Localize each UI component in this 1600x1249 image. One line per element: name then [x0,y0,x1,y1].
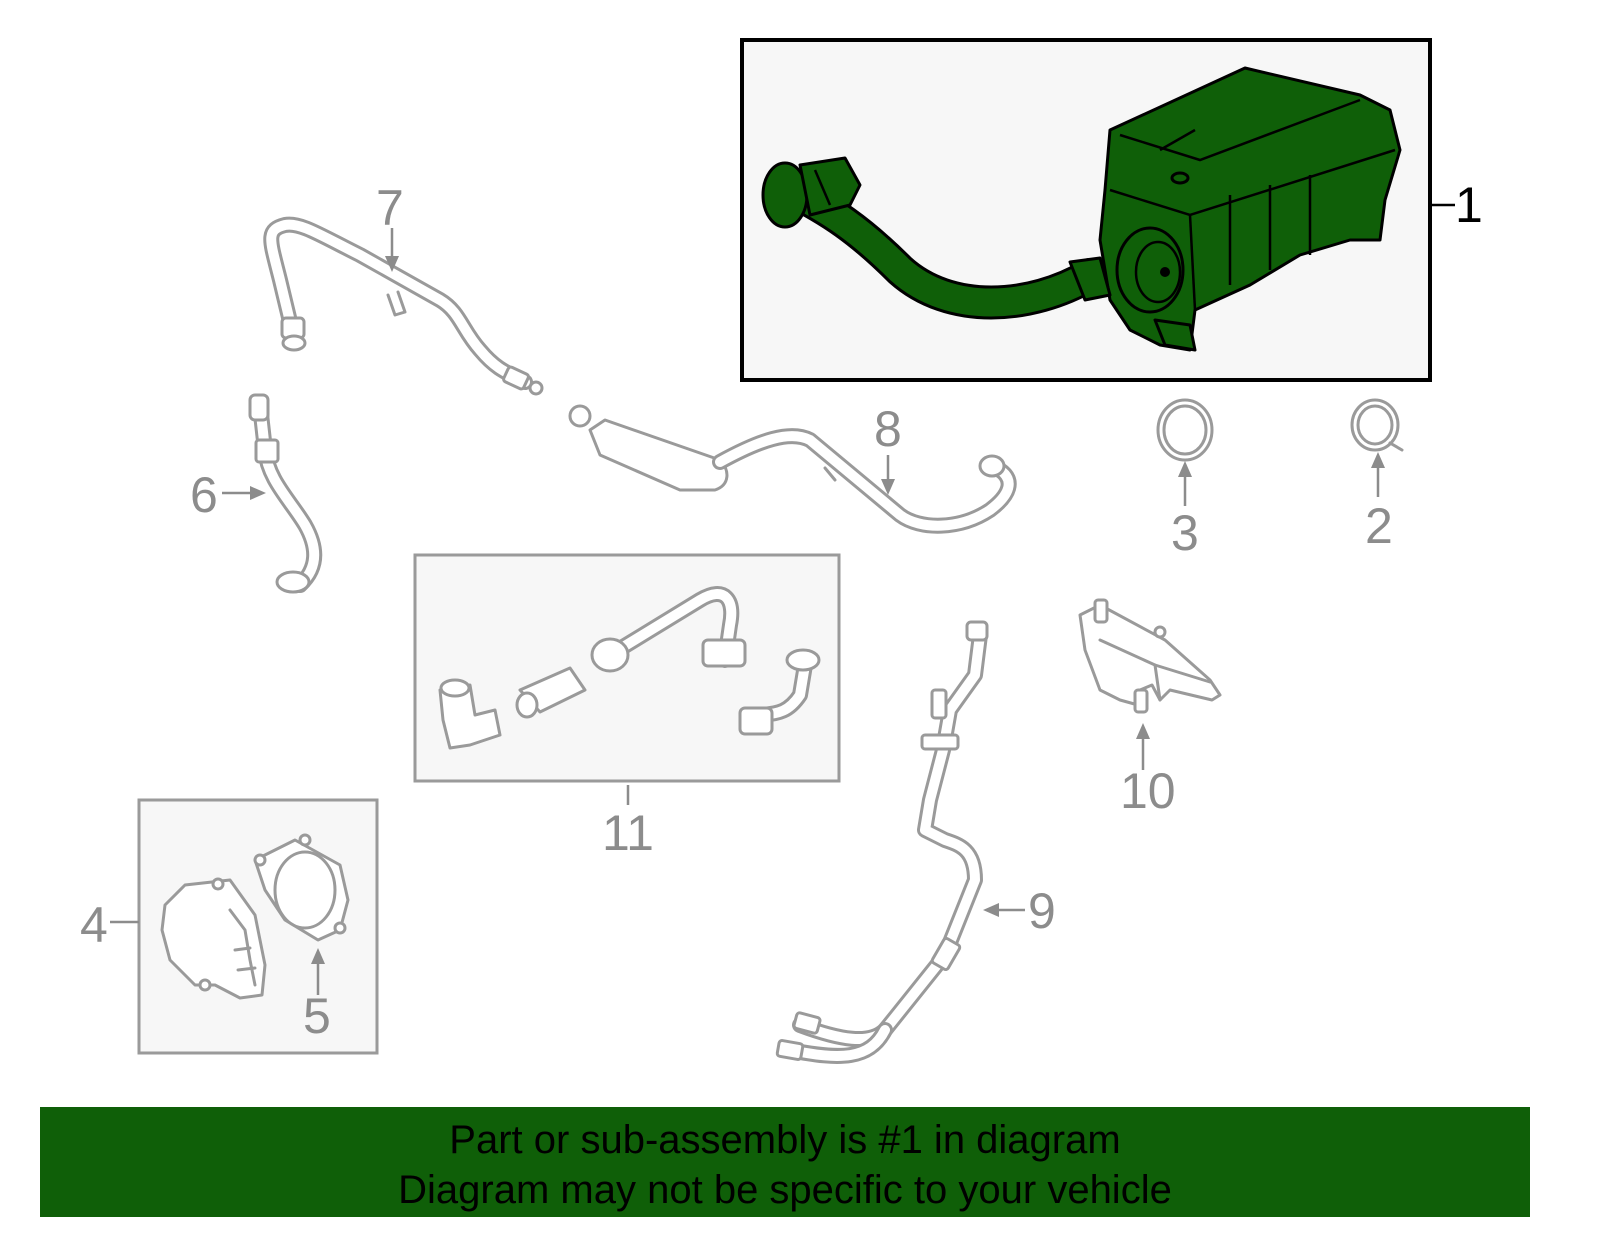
banner-line-1: Part or sub-assembly is #1 in diagram [449,1118,1121,1162]
part-7-vent-pipe[interactable] [263,216,544,396]
callout-11: 11 [602,805,654,861]
part-4-pump-housing[interactable] [160,877,267,1000]
part-11-box [413,553,841,783]
callout-8: 8 [874,401,902,457]
part-5-gasket[interactable] [253,833,350,942]
callout-10: 10 [1120,763,1176,819]
callout-2: 2 [1365,498,1393,554]
part-11-hose-kit[interactable] [438,586,821,750]
part-6-hose[interactable] [248,393,323,594]
callout-9: 9 [1028,883,1056,939]
part-10-valve-fitting[interactable] [1078,598,1222,714]
callout-4: 4 [80,897,108,953]
callout-6: 6 [190,467,218,523]
part-9-coolant-line[interactable] [775,620,989,1064]
info-banner: Part or sub-assembly is #1 in diagram Di… [40,1107,1530,1217]
callout-7: 7 [376,180,404,236]
part-8-breather-hose[interactable] [568,404,1017,534]
banner-line-2: Diagram may not be specific to your vehi… [398,1168,1172,1212]
callout-5: 5 [303,988,331,1044]
callout-1: 1 [1455,177,1483,233]
part-3-seal-ring[interactable] [1156,398,1214,462]
part-1-tank-assembly[interactable] [761,66,1402,352]
callout-3: 3 [1171,505,1199,561]
part-2-clamp[interactable] [1350,398,1404,452]
